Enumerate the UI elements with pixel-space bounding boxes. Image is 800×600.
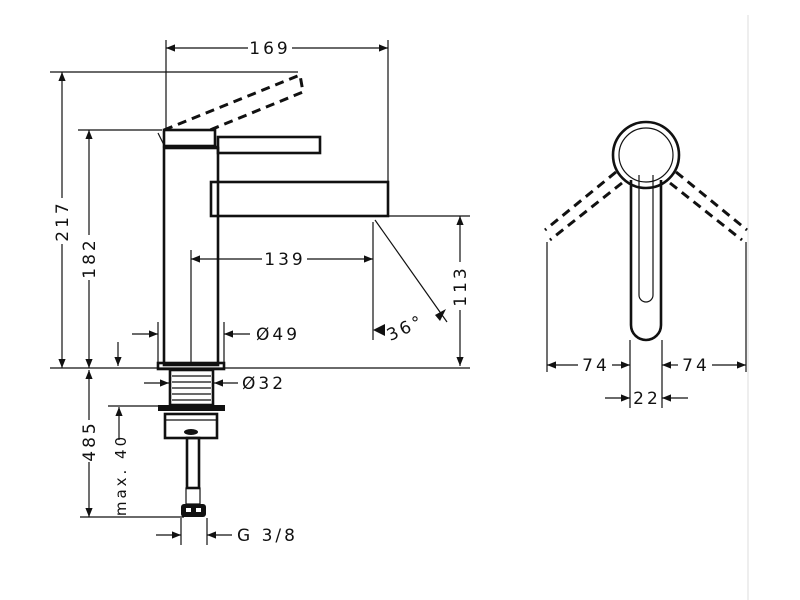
faucet-lever <box>216 135 322 155</box>
dim-body-height: 182 <box>80 237 100 278</box>
faucet-side-view <box>544 120 748 342</box>
dim-lever-swing-right: 74 <box>682 356 710 376</box>
dim-spout-reach: 139 <box>264 250 305 270</box>
dim-total-width: 169 <box>249 39 290 59</box>
dim-connection-thread: G 3/8 <box>237 526 298 546</box>
mounting-plate <box>158 405 225 411</box>
connector <box>181 504 206 517</box>
dim-supply-length: 485 <box>80 420 100 461</box>
faucet-cap <box>162 128 217 148</box>
dim-total-height: 217 <box>53 200 73 241</box>
dim-base-diameter: Ø49 <box>256 325 300 345</box>
dim-lever-swing-left: 74 <box>582 356 610 376</box>
dim-spout-angle: 36° <box>384 311 428 346</box>
lever-raised-dashed <box>163 72 305 132</box>
lever-side <box>629 180 663 342</box>
faucet-spout <box>209 180 390 218</box>
dim-spout-height: 113 <box>451 265 471 306</box>
dim-thread-diameter: Ø32 <box>242 374 286 394</box>
supply-rod <box>185 436 201 490</box>
lever-top-outer <box>611 120 681 190</box>
thread-shank <box>168 368 215 407</box>
dim-lever-width: 22 <box>633 389 661 409</box>
dim-max-deck-thickness: max. 40 <box>112 434 130 516</box>
faucet-front-view <box>156 72 390 517</box>
